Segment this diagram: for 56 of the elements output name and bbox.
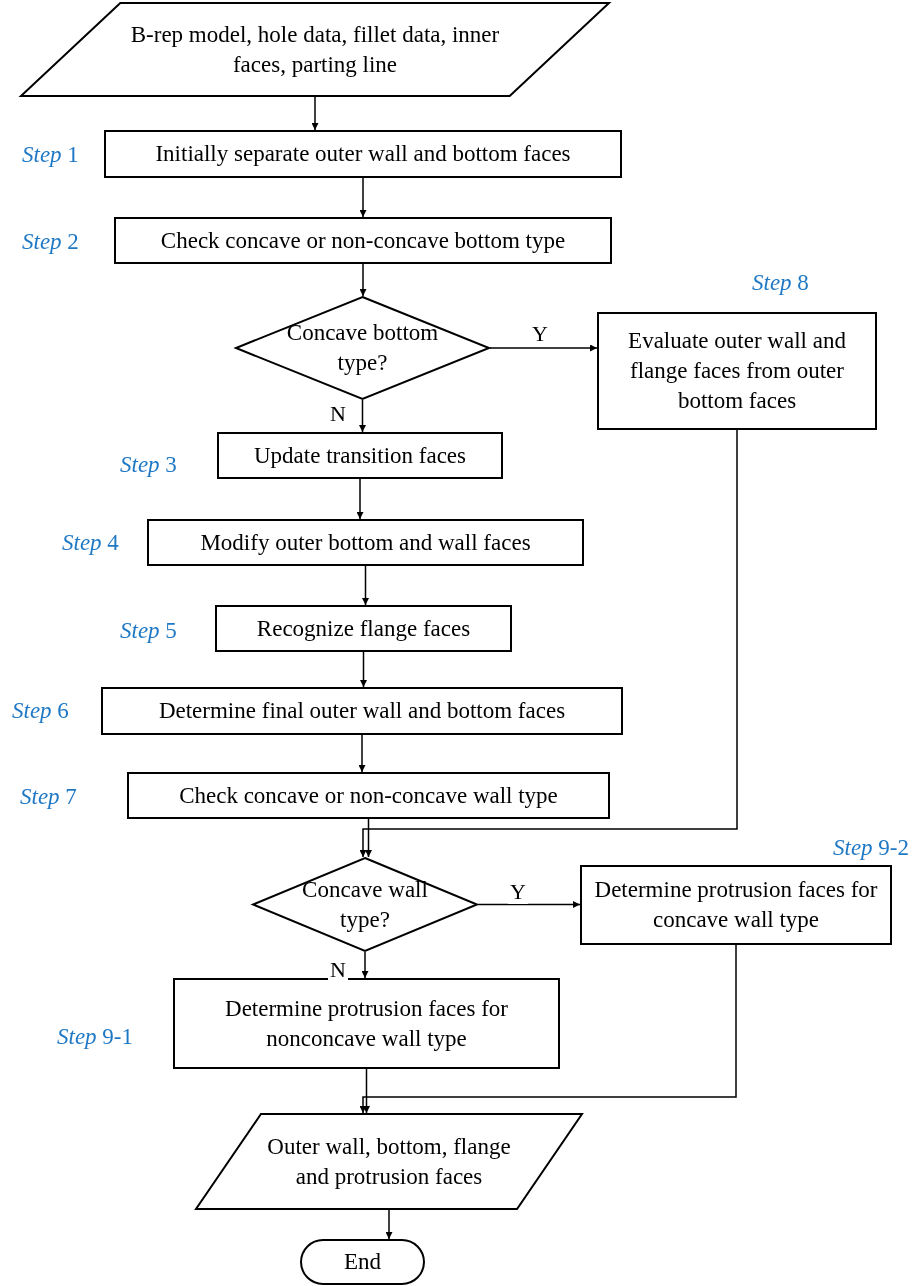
step-label: Step 9-2 <box>833 835 910 861</box>
data-parallelogram <box>195 1113 583 1210</box>
node-text: Modify outer bottom and wall faces <box>200 528 531 557</box>
arrow <box>358 734 366 773</box>
step-label: Step 2 <box>22 229 79 255</box>
node-text: Determine final outer wall and bottom faces <box>158 697 566 726</box>
process-box <box>217 432 503 479</box>
terminator <box>300 1239 425 1285</box>
arrow <box>360 651 367 688</box>
node-text: B-rep model, hole data, fillet data, inner faces, parting line <box>129 20 501 79</box>
arrow <box>356 478 364 520</box>
step-label: Step 1 <box>22 142 79 168</box>
node-text: Concave wall type? <box>301 875 429 934</box>
arrow <box>477 901 581 908</box>
arrow <box>365 818 372 858</box>
node-text: Initially separate outer wall and bottom faces <box>155 140 571 169</box>
process-box <box>114 217 612 264</box>
step-label: Step 3 <box>120 452 177 478</box>
node-text: Evaluate outer wall and flange faces from outer bottom faces <box>627 327 847 415</box>
node-text: Check concave or non-concave wall type <box>179 781 558 810</box>
decision-diamond <box>235 296 490 400</box>
arrow <box>385 1209 393 1240</box>
process-box <box>580 865 892 945</box>
arrow <box>361 951 369 979</box>
arrow <box>359 177 367 218</box>
arrow <box>359 944 737 1114</box>
process-box <box>101 687 623 735</box>
arrow <box>359 399 366 433</box>
node-text: End <box>343 1248 382 1277</box>
process-box <box>597 312 877 430</box>
node-text: Update transition faces <box>254 441 466 470</box>
process-box <box>147 519 584 566</box>
arrow <box>363 1068 370 1114</box>
arrow <box>489 344 598 352</box>
step-label: Step 8 <box>752 270 809 296</box>
arrow <box>311 96 319 131</box>
arrow <box>359 263 367 297</box>
step-label: Step 7 <box>20 784 77 810</box>
step-label: Step 5 <box>120 618 177 644</box>
process-box <box>215 605 512 652</box>
arrow <box>362 565 369 606</box>
process-box <box>173 978 560 1069</box>
step-label: Step 4 <box>62 530 119 556</box>
step-label: Step 6 <box>12 698 69 724</box>
node-text: Recognize flange faces <box>256 614 471 643</box>
arrow <box>359 429 738 858</box>
decision-diamond <box>252 857 478 952</box>
node-text: Check concave or non-concave bottom type <box>160 226 566 255</box>
step-label: Step 9-1 <box>57 1024 134 1050</box>
data-parallelogram <box>20 2 610 97</box>
node-text: Outer wall, bottom, flange and protrusion faces <box>266 1132 512 1191</box>
process-box <box>127 772 610 819</box>
node-text: Determine protrusion faces for concave wall type <box>593 876 879 934</box>
node-text: Determine protrusion faces for nonconcave wall type <box>224 994 509 1053</box>
node-text: Concave bottom type? <box>285 319 440 377</box>
process-box <box>104 130 622 178</box>
